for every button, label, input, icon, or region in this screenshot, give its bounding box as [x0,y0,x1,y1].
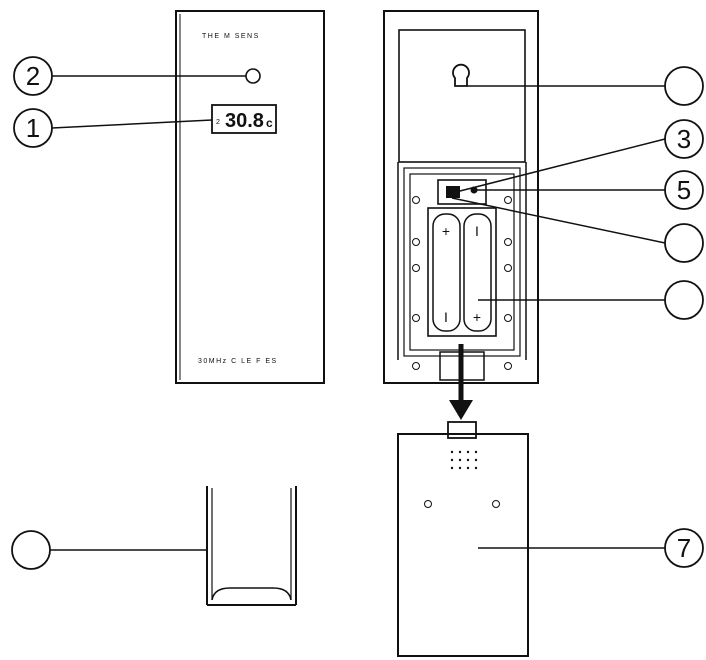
callout-reset-button: 5 [476,170,704,210]
front-housing [175,10,325,384]
vent-holes [450,450,478,470]
callout-reset-button-number: 5 [677,175,691,205]
front-bottom-label: 30MHz C LE F ES [198,358,278,365]
battery-right-top-sign: I [475,223,479,239]
battery-left-bottom-sign: I [444,309,448,325]
back-unit: + I I + [383,10,539,384]
callout-lcd-number: 1 [26,113,40,143]
lcd-unit: c [266,116,273,130]
lcd-reading: 30.8 [225,110,264,132]
battery-right-bottom-sign: + [473,309,481,325]
battery-holder [427,207,497,337]
battery-right [463,213,492,332]
callout-stand [11,530,207,570]
battery-left [432,213,461,332]
stand [206,486,297,606]
callout-led: 2 [13,56,246,96]
battery-left-top-sign: + [442,223,450,239]
removal-arrow [449,344,473,420]
keyhole-icon [452,63,470,87]
wall-mount-plate [398,29,526,163]
callout-dip-switch [451,197,704,263]
dip-switch [446,186,460,198]
led-indicator [245,68,261,84]
callout-channel-switch: 3 [455,119,704,193]
callout-battery-cover-number: 7 [677,533,691,563]
front-unit: THE M SENS 2 30.8 c 30MHz C LE F ES [175,10,325,384]
front-top-label: THE M SENS [202,33,260,40]
lcd-prefix: 2 [216,119,221,126]
callout-battery-cover: 7 [478,528,704,568]
callout-channel-switch-number: 3 [677,124,691,154]
battery-cover [397,421,529,657]
switch-module [437,179,487,205]
callout-batteries [478,280,704,320]
back-housing [383,10,539,384]
callout-led-number: 2 [26,61,40,91]
callout-lcd: 1 [13,108,213,148]
lcd-display [211,104,277,134]
callout-wall-mount [467,66,704,106]
